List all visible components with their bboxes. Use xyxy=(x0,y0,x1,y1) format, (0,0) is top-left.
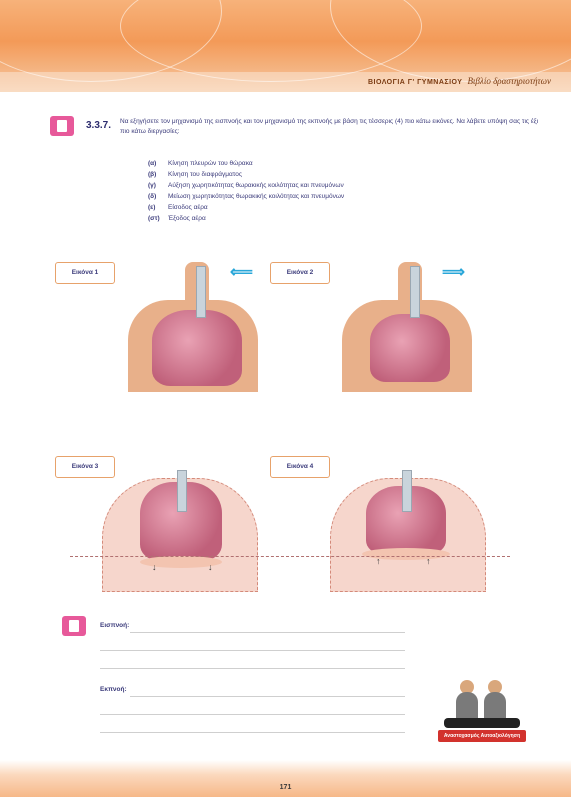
page-footer xyxy=(0,760,571,797)
answer-line xyxy=(100,714,405,715)
answer-icon xyxy=(62,616,86,636)
page-header: ΒΙΟΛΟΓΙΑ Γ' ΓΥΜΝΑΣΙΟΥ Βιβλίο δραστηριοτή… xyxy=(0,0,571,92)
header-title: ΒΙΟΛΟΓΙΑ Γ' ΓΥΜΝΑΣΙΟΥ Βιβλίο δραστηριοτή… xyxy=(368,76,551,86)
air-in-arrow-icon: ⟸ xyxy=(230,262,253,282)
figure-3-label: Εικόνα 3 xyxy=(55,456,115,478)
option-item: (γ)Αύξηση χωρητικότητας θωρακικής κοιλότ… xyxy=(148,180,344,191)
answer-line xyxy=(130,632,405,633)
header-series: ΒΙΟΛΟΓΙΑ Γ' ΓΥΜΝΑΣΙΟΥ xyxy=(368,79,463,86)
answer-line xyxy=(130,696,405,697)
reference-line xyxy=(70,556,510,557)
question-number: 3.3.7. xyxy=(86,120,111,131)
figure-4-label: Εικόνα 4 xyxy=(270,456,330,478)
activity-icon xyxy=(50,116,74,136)
exhale-label: Εκπνοή: xyxy=(100,686,127,693)
option-item: (β)Κίνηση του διαφράγματος xyxy=(148,169,344,180)
answer-line xyxy=(100,650,405,651)
answer-line xyxy=(100,732,405,733)
up-arrow-icon: ↑ xyxy=(426,556,431,566)
answer-line xyxy=(100,668,405,669)
air-out-arrow-icon: ⟹ xyxy=(442,262,465,282)
figure-2-label: Εικόνα 2 xyxy=(270,262,330,284)
options-list: (α)Κίνηση πλευρών του θώρακα (β)Κίνηση τ… xyxy=(148,158,344,224)
down-arrow-icon: ↓ xyxy=(208,562,213,572)
option-item: (ε)Είσοδος αέρα xyxy=(148,202,344,213)
page-number: 171 xyxy=(0,784,571,791)
question-text: Να εξηγήσετε τον μηχανισμό της εισπνοής … xyxy=(120,117,540,137)
inhale-label: Εισπνοή: xyxy=(100,622,129,629)
down-arrow-icon: ↓ xyxy=(152,562,157,572)
figure-1-label: Εικόνα 1 xyxy=(55,262,115,284)
up-arrow-icon: ↑ xyxy=(376,556,381,566)
option-item: (στ)Έξοδος αέρα xyxy=(148,213,344,224)
self-assessment-illustration: Αναστοχασμός Αυτοαξιολόγηση xyxy=(438,680,526,742)
option-item: (δ)Μείωση χωρητικότητας θωρακικής κοιλότ… xyxy=(148,191,344,202)
illustration-caption: Αναστοχασμός Αυτοαξιολόγηση xyxy=(438,730,526,742)
header-book: Βιβλίο δραστηριοτήτων xyxy=(467,76,551,86)
option-item: (α)Κίνηση πλευρών του θώρακα xyxy=(148,158,344,169)
